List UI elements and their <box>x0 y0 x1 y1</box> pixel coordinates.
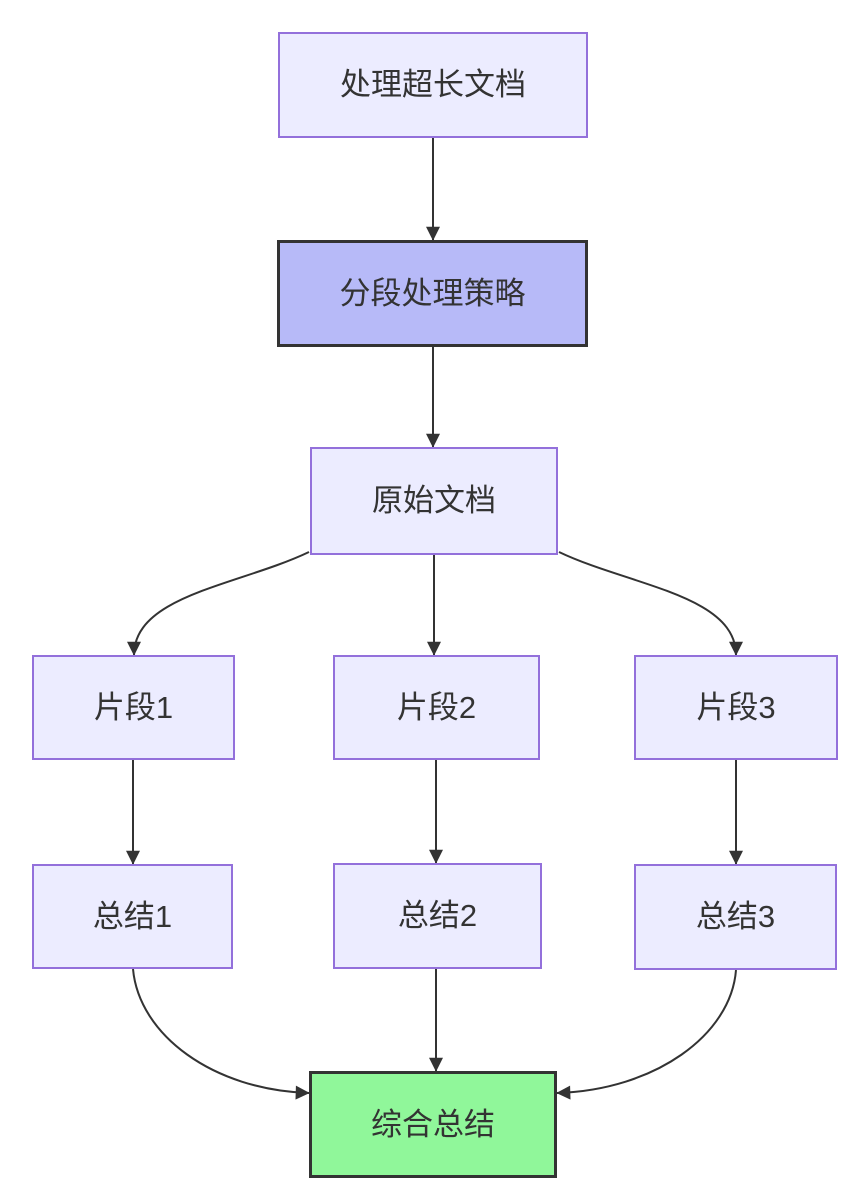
node-frag1: 片段1 <box>32 655 235 760</box>
node-sum1: 总结1 <box>32 864 233 969</box>
node-start: 处理超长文档 <box>278 32 588 138</box>
node-sum3: 总结3 <box>634 864 837 970</box>
node-frag2: 片段2 <box>333 655 540 760</box>
edge-sum1-final <box>132 968 310 1100</box>
node-final: 综合总结 <box>309 1071 557 1178</box>
node-strategy: 分段处理策略 <box>277 240 588 347</box>
node-doc: 原始文档 <box>310 447 558 555</box>
edge-doc-frag1 <box>127 551 310 656</box>
node-frag3: 片段3 <box>634 655 838 760</box>
edge-doc-frag3 <box>558 551 743 656</box>
edge-sum3-final <box>556 969 737 1100</box>
node-sum2: 总结2 <box>333 863 542 969</box>
